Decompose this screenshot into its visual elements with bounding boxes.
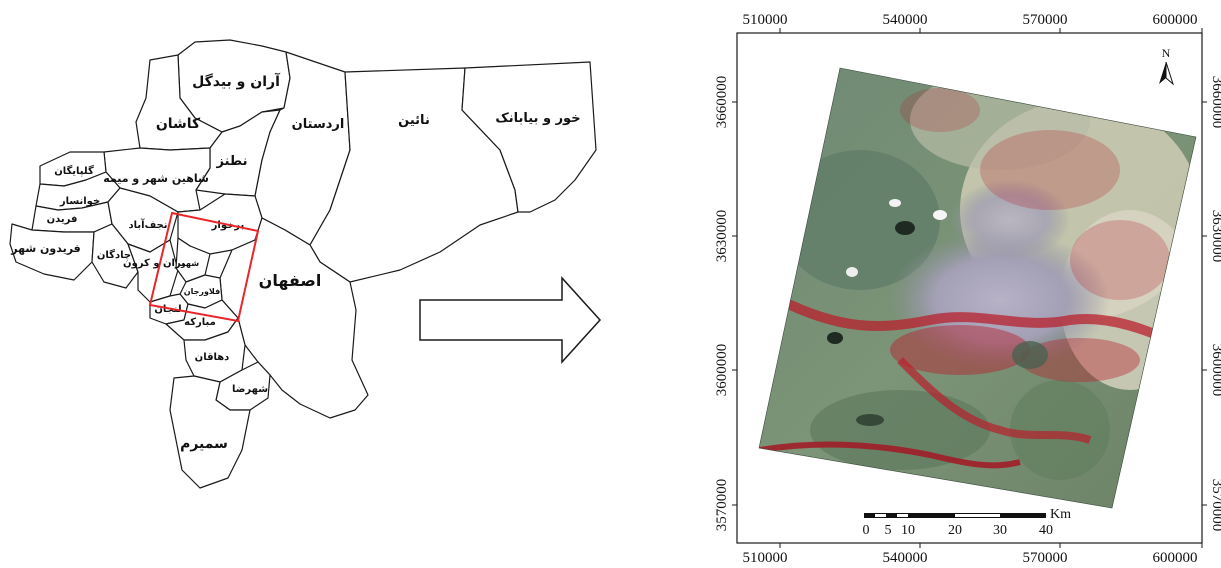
label-khomeinishahr: شهر: [180, 259, 199, 268]
x-tick-top-510000: 510000: [743, 12, 788, 28]
district-dehaqan[interactable]: [183, 317, 246, 383]
y-tick-left-3600000: 3600000: [714, 344, 730, 397]
satellite-image: [759, 68, 1196, 508]
satellite-map: N Km 0 5 10 20 30 40 510000: [714, 12, 1221, 566]
district-khur-biabanak[interactable]: [461, 61, 597, 213]
label-ardestan: اردستان: [292, 117, 345, 132]
x-tick-bottom-540000: 540000: [883, 550, 928, 566]
scale-label-5: 5: [885, 523, 892, 538]
label-tiran-karvan: یران و کرون: [123, 258, 185, 269]
y-tick-left-3630000: 3630000: [714, 210, 730, 263]
district-labels: آران و بیدگل کاشان نطنز اردستان نائین خو…: [10, 72, 580, 452]
district-fereydunshahr[interactable]: [9, 223, 95, 281]
north-label: N: [1162, 46, 1171, 60]
label-mobarakeh: مبارکه: [184, 317, 216, 328]
label-kashan: کاشان: [156, 116, 201, 132]
label-fereydunshahr: فریدون شهر: [10, 242, 81, 255]
x-tick-top-540000: 540000: [883, 12, 928, 28]
label-lenjan: لنجان: [154, 304, 181, 315]
label-semirom: سمیرم: [180, 436, 228, 452]
label-shahin-shahr: شاهین شهر و میمه: [103, 172, 209, 185]
label-shahreza: شهرضا: [232, 384, 268, 395]
y-tick-right-3660000: 3660000: [1209, 76, 1221, 129]
y-tick-left-3570000: 3570000: [714, 479, 730, 532]
study-area-highlight-box: [148, 211, 260, 323]
label-falavarjan: فلاورجان: [184, 287, 221, 296]
label-aran-bidgol: آران و بیدگل: [192, 72, 281, 90]
y-tick-left-3660000: 3660000: [714, 76, 730, 129]
y-tick-right-3600000: 3600000: [1209, 344, 1221, 397]
scale-bar: Km 0 5 10 20 30 40: [863, 507, 1072, 538]
district-chadegan[interactable]: [91, 223, 139, 289]
x-tick-top-570000: 570000: [1023, 12, 1068, 28]
label-chadegan: چادگان: [97, 248, 131, 261]
x-tick-bottom-600000: 600000: [1153, 550, 1198, 566]
label-naein: نائین: [398, 113, 430, 128]
north-arrow-icon: N: [1159, 46, 1175, 86]
scale-label-40: 40: [1039, 523, 1053, 538]
label-natanz: نطنز: [216, 154, 248, 169]
y-tick-right-3630000: 3630000: [1209, 210, 1221, 263]
scale-unit: Km: [1050, 507, 1071, 522]
label-khansar: خوانسار: [59, 196, 100, 207]
label-golpayegan: گلپایگان: [54, 164, 94, 177]
scale-label-10: 10: [901, 523, 915, 538]
scale-label-0: 0: [863, 523, 870, 538]
label-najafabad: نجف‌آباد: [129, 218, 168, 231]
label-dehaqan: دهاقان: [195, 352, 230, 363]
x-tick-top-600000: 600000: [1153, 12, 1198, 28]
district-semirom[interactable]: [169, 375, 251, 489]
y-tick-right-3570000: 3570000: [1209, 479, 1221, 532]
province-map: [9, 39, 597, 489]
x-tick-bottom-570000: 570000: [1023, 550, 1068, 566]
scale-label-30: 30: [993, 523, 1007, 538]
x-tick-bottom-510000: 510000: [743, 550, 788, 566]
label-khur-biabanak: خور و بیابانک: [495, 111, 580, 126]
scale-label-20: 20: [948, 523, 962, 538]
label-isfahan: اصفهان: [259, 271, 322, 290]
label-fereydan: فریدن: [47, 214, 78, 225]
arrow-right-icon: [419, 276, 602, 364]
